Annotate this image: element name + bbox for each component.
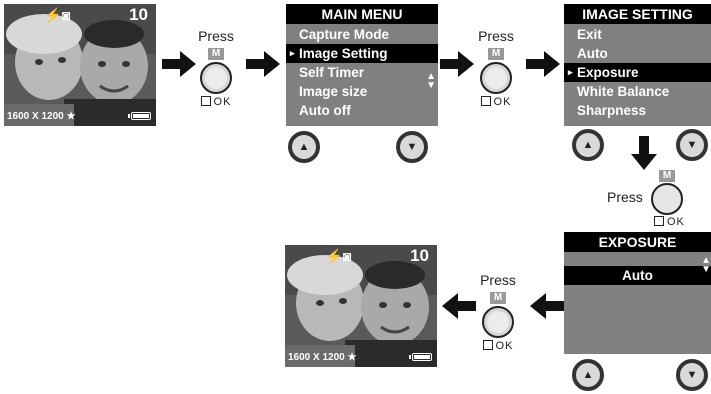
main-menu-screen: MAIN MENU Capture Mode ▸Image Setting Se…	[286, 4, 438, 126]
ok-label: OK	[466, 96, 526, 108]
flash-auto-icon: ⚡	[325, 248, 343, 264]
ok-label: OK	[186, 96, 246, 108]
exposure-screen: EXPOSURE Auto ▲▼	[564, 232, 711, 354]
ok-label: OK	[654, 216, 685, 228]
menu-item-auto[interactable]: Auto	[577, 46, 608, 61]
up-button[interactable]: ▲	[288, 131, 320, 163]
arrow-left-icon	[442, 293, 476, 319]
ok-button[interactable]	[651, 183, 683, 215]
ok-label: OK	[468, 340, 528, 352]
menu-item-self-timer[interactable]: Self Timer	[299, 65, 365, 80]
arrow-right-icon	[162, 51, 196, 77]
ok-button[interactable]	[482, 306, 514, 338]
preview-photo	[285, 245, 437, 367]
image-setting-title: IMAGE SETTING	[564, 4, 711, 24]
image-setting-screen: IMAGE SETTING Exit Auto ▸Exposure White …	[564, 4, 711, 126]
camera-preview-screen: ⚡ ◙ 10 1600 X 1200 ★	[4, 4, 156, 126]
menu-item-exposure[interactable]: ▸Exposure	[564, 63, 711, 82]
m-key-icon: M	[490, 292, 506, 304]
press-m-ok-button-group: Press M OK	[186, 28, 246, 108]
press-label: Press	[607, 189, 643, 205]
selection-caret-icon: ▸	[290, 48, 295, 58]
menu-item-capture-mode[interactable]: Capture Mode	[299, 27, 390, 42]
menu-item-image-setting[interactable]: ▸Image Setting	[286, 44, 438, 63]
ok-button[interactable]	[480, 62, 512, 94]
flash-auto-icon: ⚡	[44, 7, 62, 23]
press-label: Press	[478, 28, 514, 44]
exposure-title: EXPOSURE	[564, 232, 711, 252]
press-m-ok-button-group: Press M OK	[468, 272, 528, 352]
menu-item-auto-off[interactable]: Auto off	[299, 103, 351, 118]
arrow-right-icon	[526, 51, 560, 77]
menu-item-image-size[interactable]: Image size	[299, 84, 368, 99]
arrow-left-icon	[530, 293, 564, 319]
m-key-icon: M	[208, 48, 224, 60]
resolution-label: 1600 X 1200 ★	[7, 111, 76, 122]
camera-preview-screen: ⚡ ◙ 10 1600 X 1200 ★	[285, 245, 437, 367]
menu-item-white-balance[interactable]: White Balance	[577, 84, 670, 99]
m-key-icon: M	[659, 170, 675, 182]
shot-count: 10	[129, 5, 148, 24]
camera-mode-icon: ◙	[62, 7, 71, 23]
down-button[interactable]: ▼	[676, 359, 708, 391]
m-key-icon: M	[488, 48, 504, 60]
up-button[interactable]: ▲	[572, 359, 604, 391]
resolution-label: 1600 X 1200 ★	[288, 352, 357, 363]
exposure-value[interactable]: Auto	[564, 266, 711, 285]
main-menu-title: MAIN MENU	[286, 4, 438, 24]
preview-photo	[4, 4, 156, 126]
battery-icon	[409, 353, 432, 361]
scroll-updown-icon: ▲▼	[701, 255, 711, 275]
press-m-ok-button-group: Press M OK	[466, 28, 526, 108]
camera-mode-icon: ◙	[343, 248, 352, 264]
menu-item-sharpness[interactable]: Sharpness	[577, 103, 647, 118]
up-button[interactable]: ▲	[572, 129, 604, 161]
ok-button[interactable]	[200, 62, 232, 94]
arrow-down-icon	[631, 136, 657, 170]
shot-count: 10	[410, 246, 429, 265]
selection-caret-icon: ▸	[568, 67, 573, 77]
arrow-right-icon	[440, 51, 474, 77]
menu-item-exit[interactable]: Exit	[577, 27, 602, 42]
battery-icon	[128, 112, 151, 120]
press-label: Press	[480, 272, 516, 288]
down-button[interactable]: ▼	[676, 129, 708, 161]
down-button[interactable]: ▼	[396, 131, 428, 163]
scroll-updown-icon: ▲▼	[426, 71, 436, 91]
arrow-right-icon	[246, 51, 280, 77]
press-label: Press	[198, 28, 234, 44]
